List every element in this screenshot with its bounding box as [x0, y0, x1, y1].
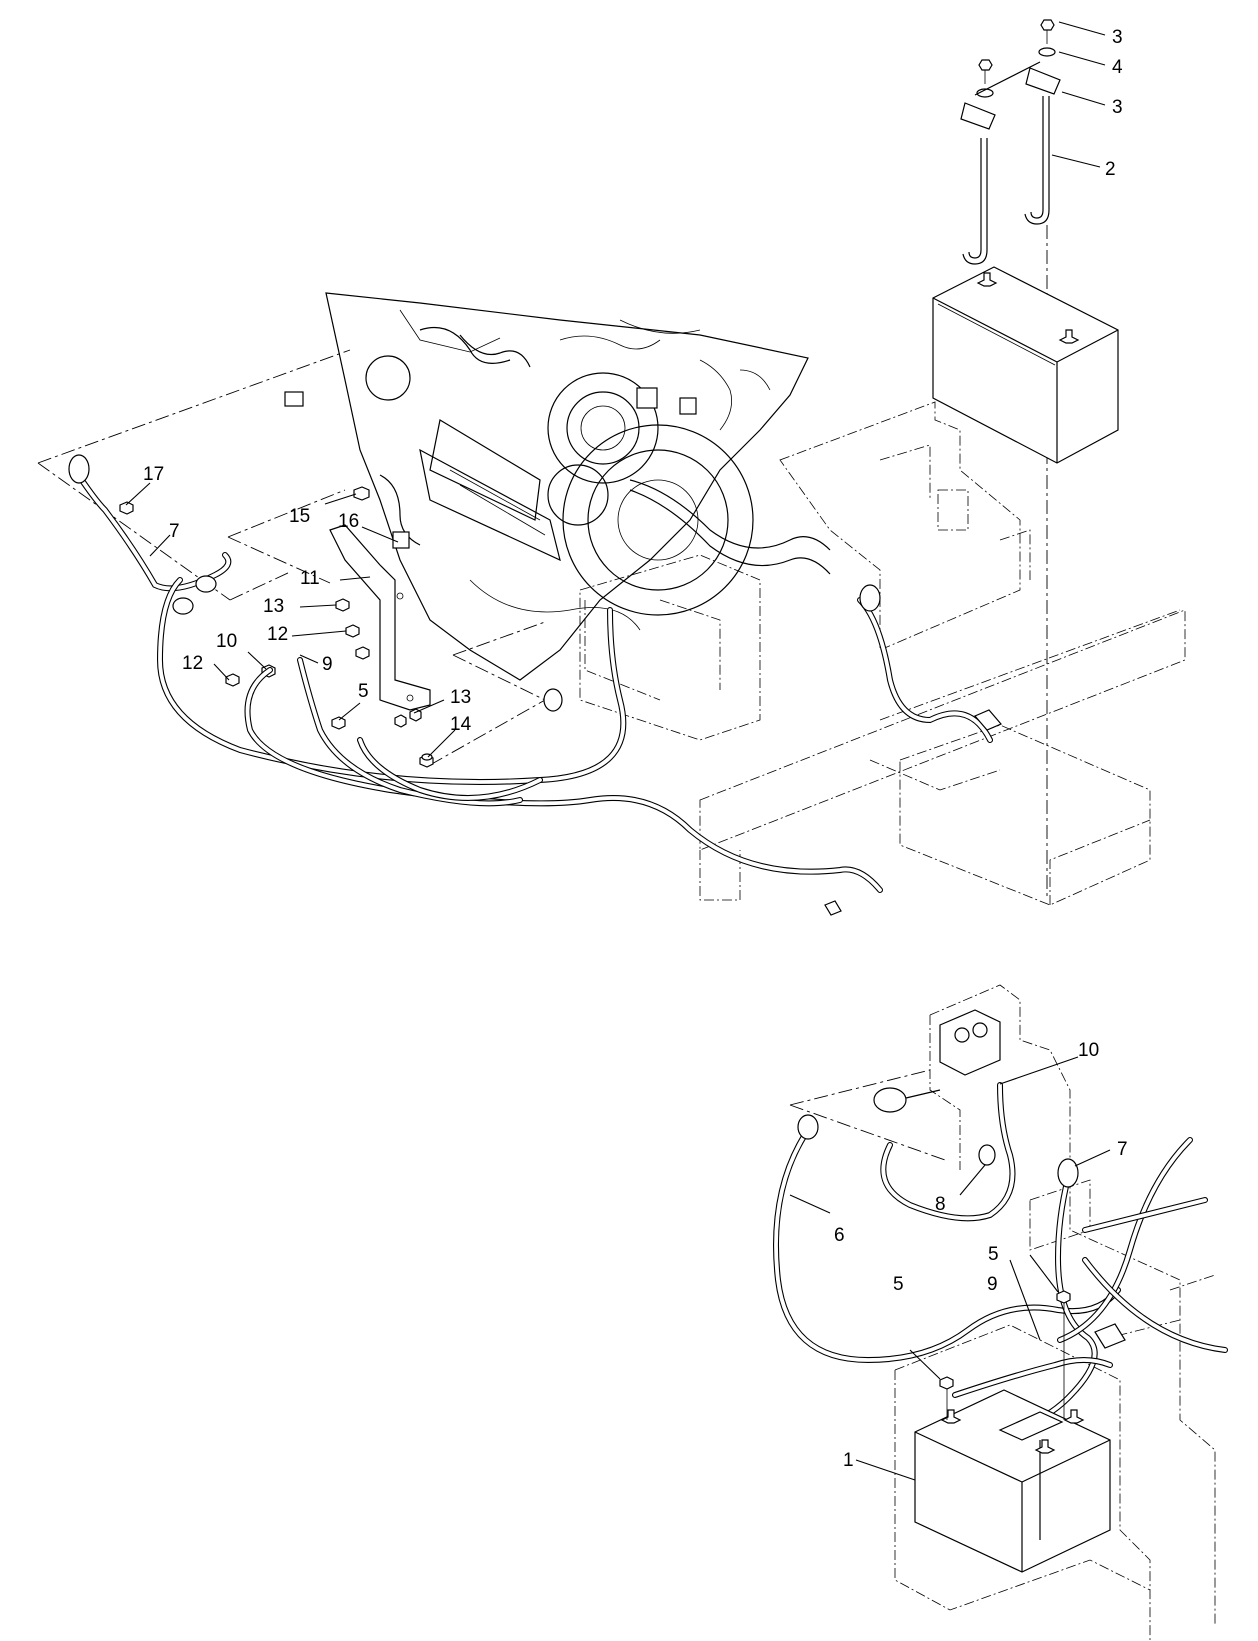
- battery-lower: [914, 1290, 1111, 1573]
- callout-13: 13: [263, 596, 284, 617]
- callout-10: 10: [1078, 1040, 1099, 1061]
- frame-ghost: [579, 401, 1186, 906]
- callout-2: 2: [1105, 159, 1116, 180]
- bracket: [329, 524, 431, 711]
- fasteners-upper: [119, 391, 434, 768]
- callout-5: 5: [893, 1274, 904, 1295]
- callout-11: 11: [300, 568, 320, 589]
- callout-9: 9: [987, 1274, 998, 1295]
- engine-assembly: [325, 292, 831, 681]
- callout-5: 5: [988, 1244, 999, 1265]
- callout-10: 10: [216, 631, 237, 652]
- callout-4: 4: [1112, 57, 1123, 78]
- callout-5: 5: [358, 681, 369, 702]
- detail-view-frame: [789, 984, 1216, 1640]
- callout-5: 3: [1112, 27, 1123, 48]
- battery-upper: [932, 266, 1119, 464]
- leader-ghost-lines: [37, 349, 546, 766]
- battery-cables-upper: [68, 454, 1002, 916]
- hold-down-hardware: [960, 19, 1061, 900]
- callout-3: 3: [1112, 97, 1123, 118]
- callout-6: 6: [834, 1225, 845, 1246]
- callout-7: 7: [1117, 1139, 1128, 1160]
- battery-cables-lower: [773, 1082, 1228, 1431]
- callout-labels: 3 4 3 2 17 7 15 16 11 13 12 10 12 9 5 13…: [143, 27, 1128, 1471]
- callout-8: 8: [935, 1194, 946, 1215]
- leader-lines: [125, 21, 1111, 1481]
- callout-7: 7: [169, 521, 180, 542]
- callout-1: 1: [843, 1450, 854, 1471]
- callout-14: 14: [450, 714, 472, 735]
- callout-9: 9: [322, 654, 333, 675]
- solenoid: [873, 1009, 1001, 1113]
- callout-17: 17: [143, 464, 164, 485]
- callout-12: 12: [267, 624, 288, 645]
- callout-16: 16: [338, 511, 359, 532]
- callout-15: 15: [289, 506, 310, 527]
- callout-13: 13: [450, 687, 471, 708]
- callout-12: 12: [182, 653, 203, 674]
